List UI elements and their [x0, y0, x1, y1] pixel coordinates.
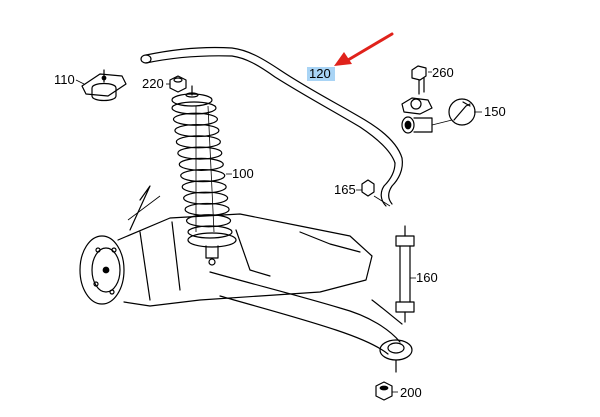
stabilizer-link: [395, 225, 415, 323]
callout-160[interactable]: 160: [416, 270, 438, 285]
spring-coil: [172, 112, 219, 126]
stabilizer-bushing-clamp: [401, 97, 476, 134]
callout-120[interactable]: 120: [309, 66, 331, 81]
spring-coil: [184, 202, 230, 217]
spring-coil: [178, 157, 224, 171]
spring-coil: [180, 169, 226, 183]
nut-165: [361, 179, 391, 207]
damper-rod: [195, 105, 215, 233]
top-mount: [81, 69, 127, 102]
spring-coil: [181, 180, 227, 194]
callout-165[interactable]: 165: [334, 182, 356, 197]
spring-coil: [183, 191, 229, 205]
callout-220[interactable]: 220: [142, 76, 164, 91]
coil-spring-strut: [171, 85, 237, 266]
callout-150[interactable]: 150: [484, 104, 506, 119]
stabilizer-bar: [140, 46, 403, 207]
wrench-icon: [448, 98, 476, 126]
spring-coil: [187, 225, 233, 239]
part-120-highlight: [307, 67, 335, 81]
bolt-260: [411, 65, 427, 95]
spring-coil: [177, 146, 223, 160]
nut-200: [375, 381, 393, 401]
spring-coil: [185, 214, 232, 228]
axle-housing: [79, 185, 373, 307]
callout-100[interactable]: 100: [232, 166, 254, 181]
spring-coil: [175, 135, 221, 149]
callout-260[interactable]: 260: [432, 65, 454, 80]
leader-lines: [75, 71, 482, 393]
lower-control-arm: [209, 271, 413, 373]
nut-220: [169, 75, 187, 93]
callout-200[interactable]: 200: [400, 385, 422, 400]
red-arrow-icon: [334, 32, 394, 66]
spring-coil: [174, 123, 220, 138]
callout-110[interactable]: 110: [54, 72, 75, 87]
spring-coil: [171, 101, 217, 115]
